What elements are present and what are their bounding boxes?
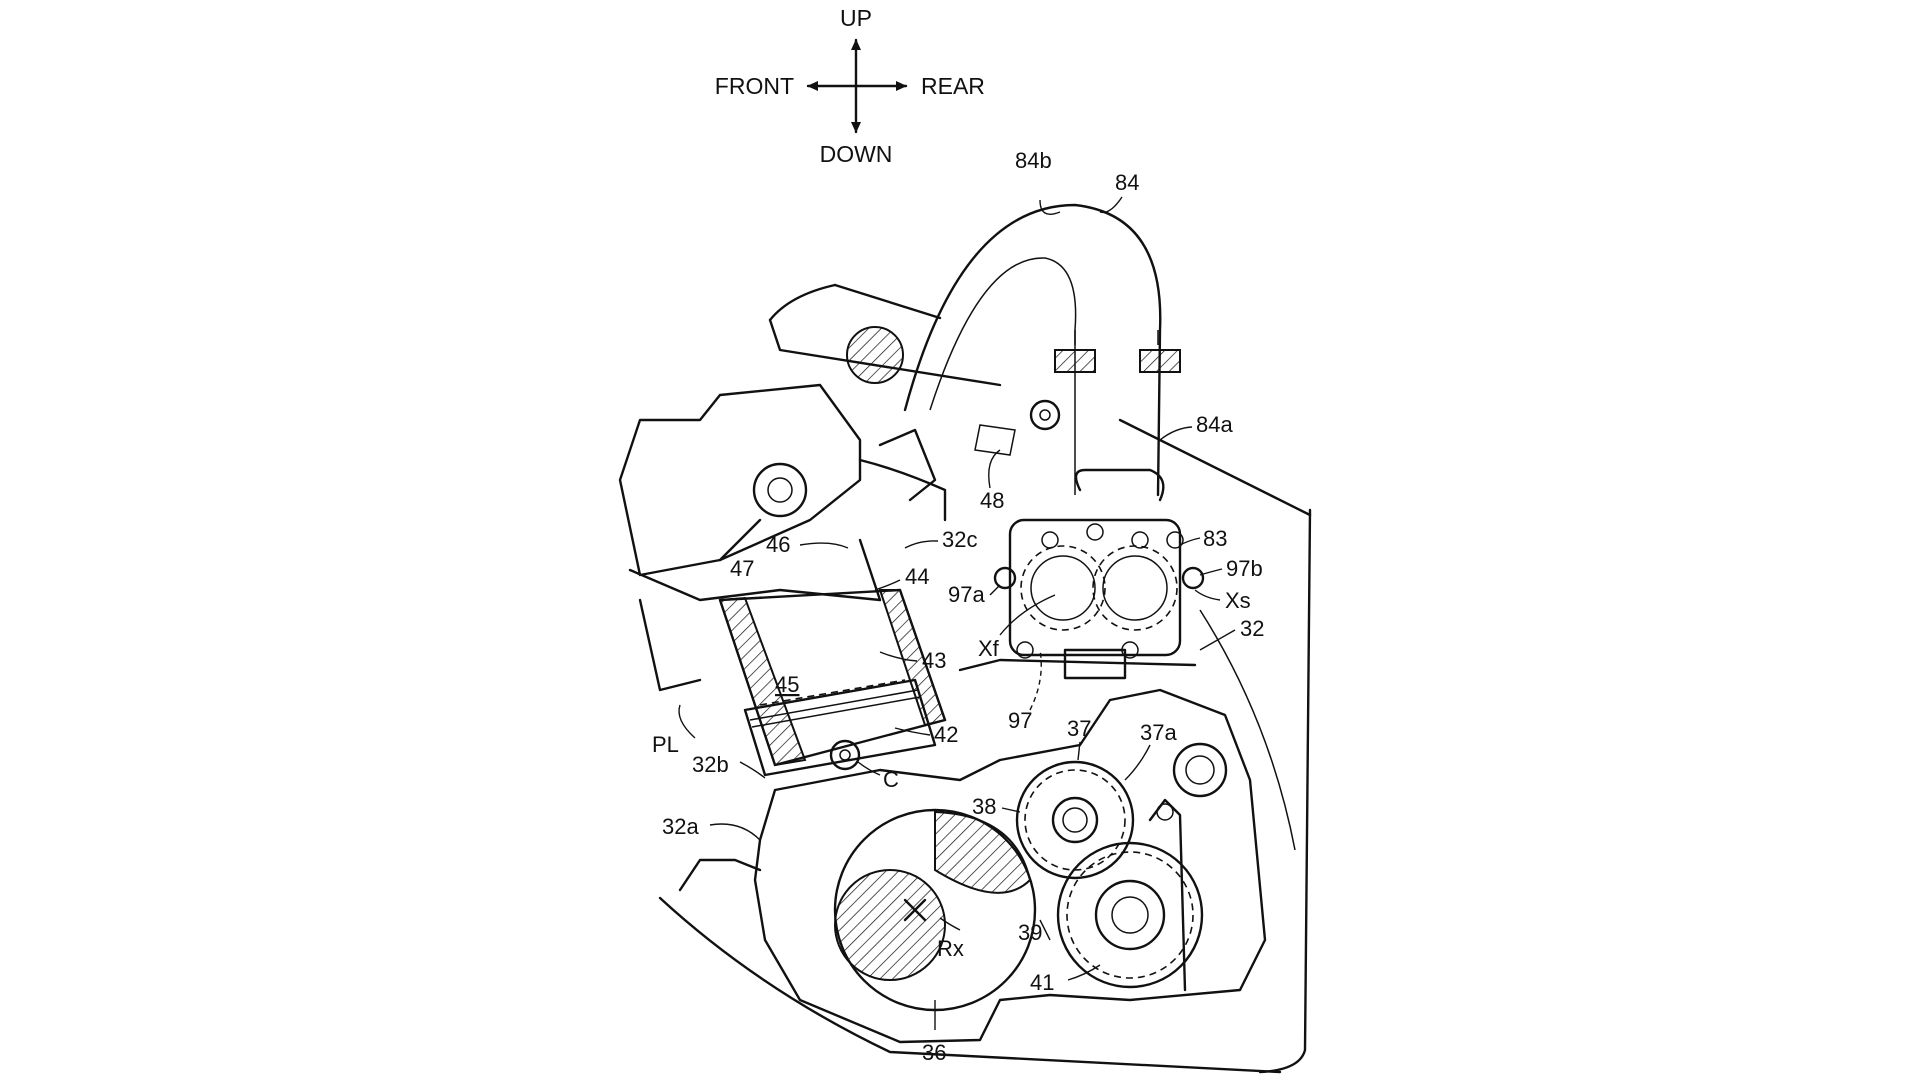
label-43: 43 xyxy=(922,648,946,673)
intake-runner xyxy=(860,460,945,520)
label-36: 36 xyxy=(922,1040,946,1065)
frame-pipe-section xyxy=(847,327,903,383)
head-gasket-line xyxy=(630,570,880,600)
label-41: 41 xyxy=(1030,970,1054,995)
label-PL: PL xyxy=(652,732,679,757)
direction-down-label: DOWN xyxy=(820,141,893,167)
frame-inner-line xyxy=(1200,610,1295,850)
direction-indicator: UP DOWN FRONT REAR xyxy=(715,5,985,167)
label-32c: 32c xyxy=(942,527,977,552)
crankcase-mount xyxy=(680,860,760,890)
bolt-97b xyxy=(1183,568,1203,588)
frame-tube-top xyxy=(835,285,940,318)
label-32a: 32a xyxy=(662,814,699,839)
crankshaft-section xyxy=(835,870,945,980)
direction-up-label: UP xyxy=(840,5,872,31)
bearing-37a xyxy=(1174,744,1226,796)
duct-bolt-right xyxy=(1140,350,1180,372)
label-45: 45 xyxy=(775,672,799,697)
direction-rear-label: REAR xyxy=(921,73,985,99)
label-84: 84 xyxy=(1115,170,1139,195)
label-Xf: Xf xyxy=(978,636,1000,661)
pivot-bolt xyxy=(1031,401,1059,429)
bolt-97a xyxy=(995,568,1015,588)
duct-flange xyxy=(1075,330,1158,345)
frame-bottom-edge xyxy=(660,898,1280,1072)
piston-pin xyxy=(831,741,859,769)
label-84a: 84a xyxy=(1196,412,1233,437)
label-97a: 97a xyxy=(948,582,985,607)
duct-bolt-left xyxy=(1055,350,1095,372)
direction-front-label: FRONT xyxy=(715,73,794,99)
injector-48 xyxy=(975,425,1015,455)
label-84b: 84b xyxy=(1015,148,1052,173)
intake-duct-outer xyxy=(905,205,1160,495)
label-Xs: Xs xyxy=(1225,588,1251,613)
label-37a: 37a xyxy=(1140,720,1177,745)
label-48: 48 xyxy=(980,488,1004,513)
airbox-neck xyxy=(1076,470,1163,500)
label-39: 39 xyxy=(1018,920,1042,945)
label-37: 37 xyxy=(1067,716,1091,741)
intake-port xyxy=(880,430,935,500)
frame-right-edge xyxy=(1260,510,1310,1072)
label-97: 97 xyxy=(1008,708,1032,733)
intake-duct xyxy=(905,205,1180,500)
frame-top-edge xyxy=(770,285,835,320)
valve-cover xyxy=(620,385,860,575)
tensioner-arm xyxy=(1150,800,1185,990)
bore-front xyxy=(1021,546,1105,630)
label-83: 83 xyxy=(1203,526,1227,551)
label-38: 38 xyxy=(972,794,996,819)
label-47: 47 xyxy=(730,556,754,581)
leader-lines xyxy=(679,197,1235,1030)
counterweight xyxy=(935,812,1030,893)
label-44: 44 xyxy=(905,564,929,589)
label-42: 42 xyxy=(934,722,958,747)
label-C: C xyxy=(883,767,899,792)
label-32: 32 xyxy=(1240,616,1264,641)
label-Rx: Rx xyxy=(937,936,964,961)
label-32b: 32b xyxy=(692,752,729,777)
cam-cap xyxy=(754,464,806,516)
label-46: 46 xyxy=(766,532,790,557)
gear-37 xyxy=(1017,762,1133,878)
label-97b: 97b xyxy=(1226,556,1263,581)
cylinder-head-top-line xyxy=(960,660,1195,670)
spark-plug-area xyxy=(640,600,700,690)
